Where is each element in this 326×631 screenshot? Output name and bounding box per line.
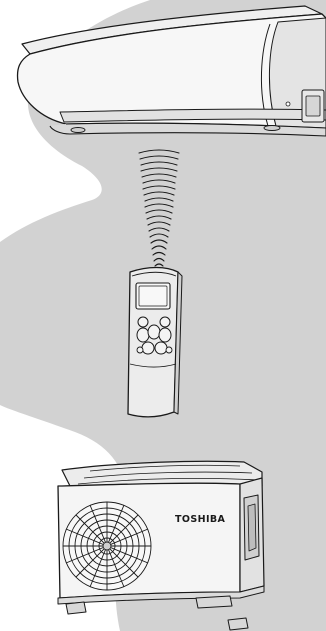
indoor-unit: [18, 6, 326, 136]
outdoor-unit-brand-label: TOSHIBA: [175, 514, 226, 525]
remote-control: [128, 268, 182, 417]
remote-button: [160, 317, 170, 327]
outdoor-unit-fan-hub: [103, 542, 111, 550]
remote-button: [166, 347, 172, 353]
outdoor-unit-valve-detail: [248, 504, 256, 551]
remote-button: [148, 325, 160, 339]
indoor-unit-screw: [71, 128, 85, 133]
remote-button: [155, 342, 167, 354]
remote-control-display: [136, 283, 170, 309]
remote-button: [142, 342, 154, 354]
remote-button: [137, 328, 149, 342]
indoor-unit-indicator: [286, 102, 290, 106]
remote-button: [138, 317, 148, 327]
indoor-unit-screw: [264, 126, 280, 131]
remote-button: [137, 347, 143, 353]
indoor-unit-side-port-inner: [306, 96, 320, 116]
outdoor-unit-foot: [196, 596, 232, 608]
outdoor-unit-foot: [228, 618, 248, 630]
remote-button: [159, 328, 171, 342]
outdoor-unit-foot: [66, 602, 86, 614]
